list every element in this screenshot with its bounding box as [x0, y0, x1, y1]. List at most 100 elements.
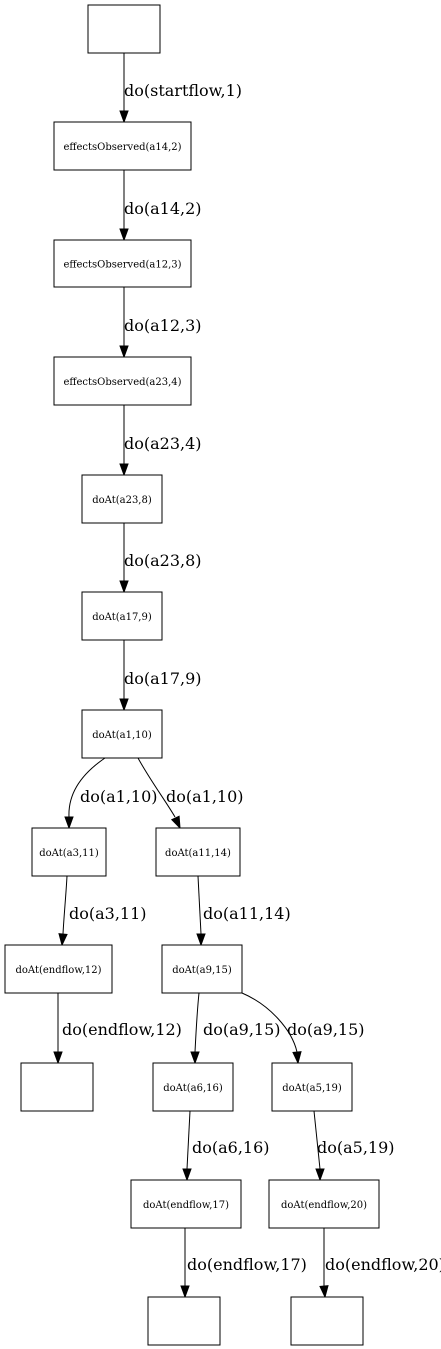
- nodes-layer: effectsObserved(a14,2) effectsObserved(a1…: [4, 4, 380, 1346]
- arrowhead: [119, 228, 129, 242]
- arrowhead: [53, 1051, 63, 1065]
- node-n2: effectsObserved(a12,3): [53, 239, 192, 288]
- node-box: [31, 827, 107, 877]
- edge-label: do(a17,9): [124, 669, 202, 688]
- edge-n6-n8: do(a1,10): [137, 757, 244, 830]
- node-n13: doAt(endflow,17): [130, 1179, 242, 1229]
- node-end2: [147, 1296, 221, 1346]
- arrowhead: [292, 1051, 302, 1065]
- edge-label: do(a3,11): [69, 904, 147, 923]
- node-box: [268, 1179, 380, 1229]
- arrowhead: [119, 110, 129, 124]
- edge-label: do(a1,10): [80, 787, 158, 806]
- node-label: doAt(endflow,17): [143, 1200, 229, 1211]
- edge-n14-end3: do(endflow,20): [319, 1228, 441, 1299]
- edge-line: [241, 992, 298, 1053]
- arrowhead: [119, 698, 129, 712]
- edge-line: [194, 992, 200, 1053]
- node-n12: doAt(a5,19): [271, 1062, 353, 1112]
- node-label: doAt(a6,16): [163, 1083, 223, 1094]
- node-label: doAt(a3,11): [39, 848, 99, 859]
- node-box: [53, 239, 192, 288]
- node-box: [155, 827, 241, 877]
- node-box: [81, 709, 163, 759]
- node-box: [87, 4, 161, 54]
- arrowhead: [119, 580, 129, 594]
- arrowhead: [170, 815, 181, 830]
- edge-line: [186, 1110, 191, 1170]
- node-box: [152, 1062, 234, 1112]
- node-n9: doAt(endflow,12): [4, 944, 113, 994]
- node-n1: effectsObserved(a14,2): [53, 121, 192, 171]
- node-label: effectsObserved(a23,4): [63, 377, 181, 388]
- arrowhead: [319, 1285, 329, 1299]
- edge-n7-n9: do(a3,11): [58, 875, 147, 947]
- edge-n8-n10: do(a11,14): [196, 875, 291, 947]
- node-n5: doAt(a17,9): [81, 591, 163, 641]
- node-label: doAt(a9,15): [172, 965, 232, 976]
- arrowhead: [58, 933, 68, 947]
- node-label: doAt(endflow,20): [281, 1200, 367, 1211]
- edge-label: do(a11,14): [203, 904, 291, 923]
- node-box: [81, 474, 163, 524]
- edge-label: do(a9,15): [203, 1020, 281, 1039]
- edge-label: do(a6,16): [192, 1138, 270, 1157]
- edge-label: do(endflow,17): [187, 1255, 307, 1274]
- edge-n9-end1: do(endflow,12): [53, 992, 182, 1065]
- edge-label: do(a1,10): [166, 787, 244, 806]
- node-n10: doAt(a9,15): [161, 944, 243, 994]
- edge-label: do(a5,19): [317, 1138, 395, 1157]
- node-box: [53, 121, 192, 171]
- node-n6: doAt(a1,10): [81, 709, 163, 759]
- edge-label: do(endflow,20): [325, 1255, 441, 1274]
- arrowhead: [119, 345, 129, 359]
- arrowhead: [182, 1168, 192, 1182]
- node-n3: effectsObserved(a23,4): [53, 356, 192, 406]
- arrowhead: [196, 933, 206, 947]
- node-n14: doAt(endflow,20): [268, 1179, 380, 1229]
- edge-n6-n7: do(a1,10): [64, 757, 158, 830]
- node-label: doAt(a17,9): [92, 612, 152, 623]
- node-box: [130, 1179, 242, 1229]
- arrowhead: [64, 816, 74, 830]
- edges-layer: do(startflow,1) do(a14,2) do(a12,3) do(a23,…: [53, 53, 441, 1299]
- arrowhead: [190, 1051, 200, 1065]
- edge-start-n1: do(startflow,1): [119, 53, 242, 124]
- edge-label: do(a23,8): [124, 551, 202, 570]
- node-label: effectsObserved(a14,2): [63, 142, 181, 153]
- node-box: [53, 356, 192, 406]
- edge-label: do(a9,15): [287, 1020, 365, 1039]
- node-end1: [20, 1062, 94, 1112]
- arrowhead: [315, 1168, 325, 1182]
- edge-n13-end2: do(endflow,17): [180, 1228, 307, 1299]
- node-box: [4, 944, 113, 994]
- edge-n2-n3: do(a12,3): [119, 287, 202, 359]
- edge-label: do(a12,3): [124, 316, 202, 335]
- node-end3: [290, 1296, 364, 1346]
- node-n7: doAt(a3,11): [31, 827, 107, 877]
- node-box: [161, 944, 243, 994]
- node-box: [271, 1062, 353, 1112]
- edge-n1-n2: do(a14,2): [119, 170, 202, 242]
- node-label: doAt(endflow,12): [15, 965, 101, 976]
- edge-line: [313, 1110, 321, 1170]
- node-start: [87, 4, 161, 54]
- arrowhead: [180, 1285, 190, 1299]
- edge-n11-n13: do(a6,16): [182, 1110, 270, 1182]
- edge-n10-n12: do(a9,15): [241, 992, 365, 1065]
- node-label: doAt(a1,10): [92, 730, 152, 741]
- edge-line: [197, 875, 202, 935]
- edge-n3-n4: do(a23,4): [119, 405, 202, 477]
- node-n11: doAt(a6,16): [152, 1062, 234, 1112]
- node-label: doAt(a5,19): [282, 1083, 342, 1094]
- edge-n10-n11: do(a9,15): [190, 992, 281, 1065]
- edge-label: do(startflow,1): [124, 81, 242, 100]
- node-box: [20, 1062, 94, 1112]
- edge-label: do(endflow,12): [62, 1020, 182, 1039]
- node-label: doAt(a11,14): [165, 848, 231, 859]
- arrowhead: [119, 463, 129, 477]
- edge-line: [137, 757, 176, 818]
- edge-n4-n5: do(a23,8): [119, 523, 202, 594]
- node-n4: doAt(a23,8): [81, 474, 163, 524]
